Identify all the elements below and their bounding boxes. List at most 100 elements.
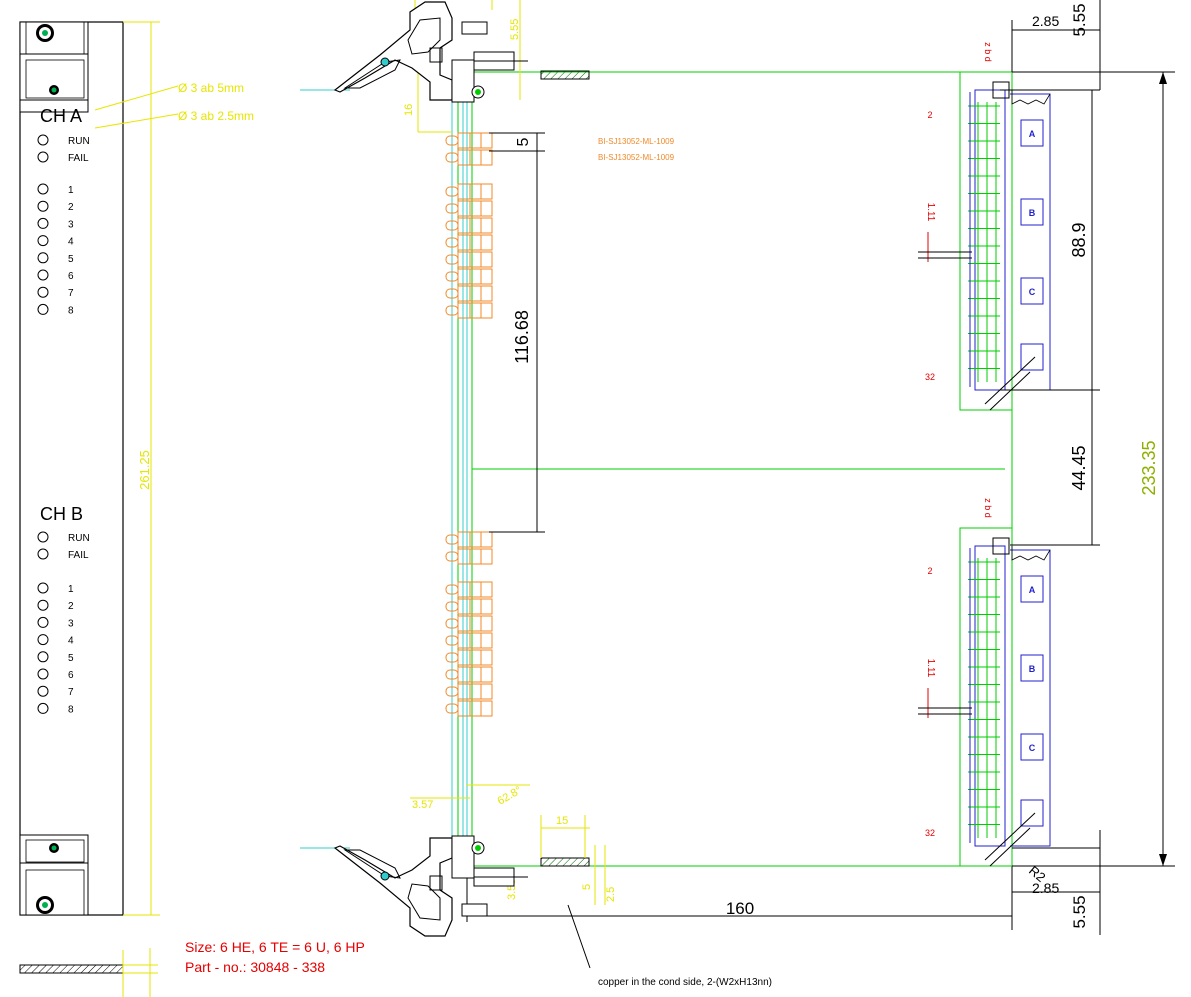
channel-b-led-label-5: 5 — [68, 653, 74, 664]
channel-b-led-8-icon — [37, 702, 49, 714]
bottom-screw-2-icon — [36, 896, 54, 914]
strip-dimension: 15 — [556, 815, 568, 827]
run-label-b: RUN — [68, 533, 90, 544]
top-offset-dimension: 5.55 — [1070, 3, 1089, 36]
top-ejector-handle — [300, 1, 528, 103]
channel-a-led-label-6: 6 — [68, 271, 74, 282]
channel-a-led-label-2: 2 — [68, 202, 74, 213]
connector-row-A: A — [1020, 119, 1044, 147]
channel-a-led-label-5: 5 — [68, 254, 74, 265]
part-label-2: BI-SJ13052-ML-1009 — [598, 153, 675, 162]
bottom-screw-icon — [49, 843, 59, 853]
connector-row-A: A — [1020, 575, 1044, 603]
top-screw-icon — [36, 24, 54, 42]
channel-b-led-label-6: 6 — [68, 670, 74, 681]
connector-pin-bottom: 32 — [925, 372, 935, 382]
channel-a-led-label-8: 8 — [68, 305, 74, 316]
channel-b-title: CH B — [40, 504, 83, 524]
orange-led-component — [445, 666, 493, 683]
connector-row-B: B — [1020, 198, 1044, 226]
channel-a-led-2-icon — [37, 200, 49, 212]
orange-led-component — [445, 683, 493, 700]
channel-b-led-3-icon — [37, 616, 49, 628]
channel-a-led-6-icon — [37, 269, 49, 281]
panel-top-block — [19, 21, 89, 55]
top-screw-2-icon — [49, 85, 59, 95]
channel-b-led-label-4: 4 — [68, 636, 74, 647]
channel-b-led-label-7: 7 — [68, 687, 74, 698]
fail-label-a: FAIL — [68, 153, 89, 164]
orange-led-component — [445, 615, 493, 632]
orange-led-component — [445, 285, 493, 302]
handle-side-dimension: 16 — [403, 104, 415, 116]
channel-b-led-label-1: 1 — [68, 584, 74, 595]
bottom-offset-dimension: 5.55 — [1070, 895, 1089, 928]
channel-b-led-2-icon — [37, 599, 49, 611]
connector-pin-mid: 1.11 — [925, 203, 936, 222]
channel-a-led-3-icon — [37, 217, 49, 229]
led-component-list — [445, 132, 493, 717]
callout-hole-1: Ø 3 ab 5mm — [178, 81, 244, 95]
handle-angle-dimension: 62.8° — [496, 784, 524, 807]
connector-pitch-dimension: 88.9 — [1069, 222, 1089, 257]
fail-label-b: FAIL — [68, 550, 89, 561]
channel-a-led-label-7: 7 — [68, 288, 74, 299]
channel-b-led-label-3: 3 — [68, 618, 74, 629]
connector-row-C: C — [1020, 277, 1044, 305]
channel-b-led-7-icon — [37, 685, 49, 697]
connector-pin-top: 2 — [927, 566, 932, 576]
panel-height-dimension: 261.25 — [137, 450, 152, 490]
channel-a-led-7-icon — [37, 286, 49, 298]
part-number-text: Part - no.: 30848 - 338 — [185, 959, 325, 975]
handle-top-dimension: 5.55 — [509, 19, 521, 40]
led-pitch-dimension: 5 — [515, 137, 532, 146]
orange-led-component — [445, 548, 493, 565]
connector-gap-dimension: 44.45 — [1069, 445, 1089, 490]
connector-zbd-label: z b d — [983, 498, 993, 518]
panel-cross-section — [19, 948, 158, 997]
callout-hole-2: Ø 3 ab 2.5mm — [178, 109, 254, 123]
channel-b-led-1-icon — [37, 582, 49, 594]
orange-led-component — [445, 649, 493, 666]
orange-led-component — [445, 149, 493, 166]
channel-a-title: CH A — [40, 106, 82, 126]
connector-pin-top: 2 — [927, 110, 932, 120]
bottom-right-dimension: 2.85 — [1032, 880, 1059, 896]
top-right-dimension: 2.85 — [1032, 13, 1059, 29]
channel-a-led-8-icon — [37, 303, 49, 315]
left-small-dimension: 3.57 — [412, 799, 433, 811]
orange-led-component — [445, 217, 493, 234]
size-text: Size: 6 HE, 6 TE = 6 U, 6 HP — [185, 939, 365, 955]
channel-b-led-6-icon — [37, 668, 49, 680]
connector-row-label: A — [1029, 129, 1036, 139]
connector-row-label: B — [1029, 664, 1036, 674]
led-span-dimension: 116.68 — [512, 310, 532, 364]
channel-a-led-1-icon — [37, 183, 49, 195]
run-label-a: RUN — [68, 136, 90, 147]
board-side-view: 5 116.68 BI-SJ13052-ML-1009 BI-SJ13052-M… — [403, 0, 1013, 988]
part-label-1: BI-SJ13052-ML-1009 — [598, 137, 675, 146]
right-dimensions: 2.85 5.55 233.35 88.9 44.45 2.85 5.55 R2 — [1000, 0, 1175, 935]
connector-row-label: C — [1029, 743, 1036, 753]
bottom-copper-strip — [540, 857, 590, 867]
connector-zbd-label: z b d — [983, 42, 993, 62]
channel-a-led-label-3: 3 — [68, 219, 74, 230]
orange-led-component — [445, 598, 493, 615]
run-led-a-icon — [37, 134, 49, 146]
bottom-ejector-handle — [300, 835, 528, 937]
board-height-dimension: 233.35 — [1139, 440, 1159, 495]
connector-row-C: C — [1020, 733, 1044, 761]
fail-led-a-icon — [37, 151, 49, 163]
connector-row-label: C — [1029, 287, 1036, 297]
channel-b-led-5-icon — [37, 651, 49, 663]
bottom-small-dimension-b: 2.5 — [605, 887, 617, 902]
orange-led-component — [445, 183, 493, 200]
channel-a-led-5-icon — [37, 252, 49, 264]
orange-led-component — [445, 531, 493, 548]
orange-led-component — [445, 632, 493, 649]
